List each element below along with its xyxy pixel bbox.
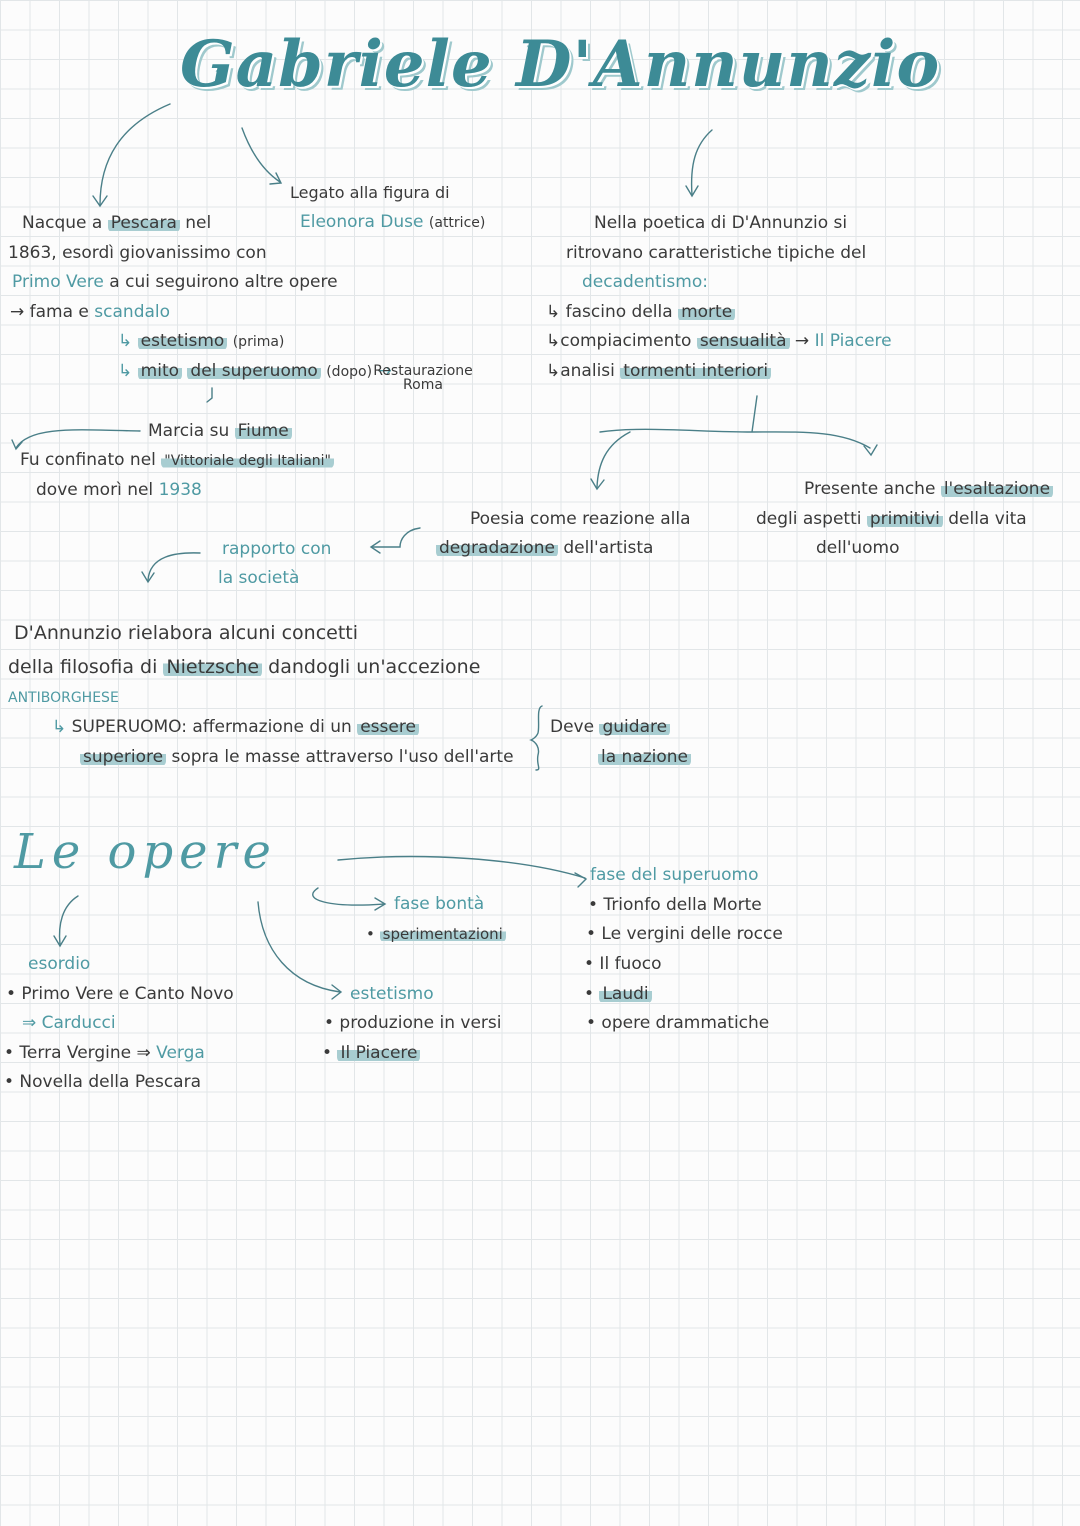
bonta-label: fase bontà [394, 894, 485, 914]
esordio-ref-carducci: ⇒ Carducci [22, 1013, 116, 1033]
esordio-item-3: • Novella della Pescara [4, 1072, 201, 1092]
arrow-works-to-bonta [312, 887, 385, 906]
superuomo-definition-1: ↳ SUPERUOMO: affermazione di un essere [52, 716, 419, 738]
nietzsche-line-1: D'Annunzio rielabora alcuni concetti [14, 622, 359, 644]
brace-guide [529, 705, 543, 771]
estetismo-item-1: • produzione in versi [324, 1013, 502, 1033]
arrow-works-to-estetismo [257, 901, 341, 993]
arrow-society-to-nietzsche [147, 552, 201, 581]
estetismo-item-2: • Il Piacere [322, 1042, 421, 1064]
estetismo-label: estetismo [350, 984, 434, 1004]
eleonora-duse: Eleonora Duse [300, 212, 424, 232]
arrow-to-reaction [596, 431, 631, 488]
superuomo-item-2: • Le vergini delle rocce [586, 924, 783, 944]
reaction-line-1: Poesia come reazione alla [470, 509, 691, 529]
fiume-march: Marcia su Fiume [148, 420, 292, 442]
nietzsche-line-2: della filosofia di Nietzsche dandogli un… [8, 656, 481, 678]
esordio-item-1: • Primo Vere e Canto Novo [6, 984, 234, 1004]
reaction-line-2: degradazione dell'artista [436, 537, 653, 559]
birthplace: Pescara [107, 213, 180, 233]
society-line-2: la società [218, 568, 300, 588]
poetics-item-morte: ↳ fascino della morte [546, 301, 736, 323]
superuomo-definition-2: superiore sopra le masse attraverso l'us… [80, 746, 514, 768]
first-work: Primo Vere [12, 272, 104, 292]
guide-line-1: Deve guidare [550, 716, 671, 738]
superuomo-myth-note: ↳ mito del superuomo (dopo) → [118, 361, 392, 381]
bio-line-1: Nacque a Pescara nel [22, 213, 212, 233]
esordio-item-2: • Terra Vergine ⇒ Verga [4, 1043, 205, 1063]
duse-line-2: Eleonora Duse (attrice) [300, 212, 486, 232]
poetics-line-2: ritrovano caratteristiche tipiche del [566, 243, 867, 263]
arrow-myth-to-fiume [206, 387, 213, 403]
bonta-item-1: • sperimentazioni [366, 923, 506, 945]
guide-line-2: la nazione [598, 746, 692, 768]
bracket-tormenti [599, 395, 871, 449]
superuomo-item-3: • Il fuoco [584, 954, 662, 974]
bio-line-2: 1863, esordì giovanissimo con [8, 243, 267, 263]
arrow-works-to-esordio [58, 895, 79, 945]
page-title: Gabriele D'Annunzio [180, 27, 941, 102]
bio-line-3: Primo Vere a cui seguirono altre opere [12, 272, 338, 292]
restaurazione-note: Restaurazione Roma [373, 363, 473, 393]
poetics-item-tormenti: ↳analisi tormenti interiori [546, 360, 772, 382]
primitive-line-1: Presente anche l'esaltazione [804, 478, 1054, 500]
poetics-decadentismo: decadentismo: [582, 272, 708, 292]
superuomo-item-4: • Laudi [584, 983, 652, 1005]
primitive-line-3: dell'uomo [816, 538, 900, 558]
arrow-title-to-duse [241, 127, 281, 183]
works-heading: Le opere [14, 824, 277, 880]
superuomo-item-1: • Trionfo della Morte [588, 895, 762, 915]
superuomo-label: fase del superuomo [590, 865, 759, 885]
primitive-line-2: degli aspetti primitivi della vita [756, 509, 1027, 529]
arrow-title-to-poetics [690, 129, 713, 196]
arrow-works-to-superuomo [337, 855, 586, 879]
fiume-line-2: Fu confinato nel "Vittoriale degli Itali… [20, 449, 334, 471]
esordio-label: esordio [28, 954, 91, 974]
fiume-line-3: dove morì nel 1938 [36, 480, 202, 500]
death-year: 1938 [158, 480, 202, 500]
society-line-1: rapporto con [222, 539, 332, 559]
arrow-title-to-bio [99, 103, 171, 206]
arrow-fiume-to-vittoriale [15, 429, 141, 449]
arrow-reaction-to-society [371, 527, 421, 548]
poetics-line-1: Nella poetica di D'Annunzio si [594, 213, 848, 233]
duse-line-1: Legato alla figura di [290, 183, 450, 202]
bio-line-4: → fama e scandalo [10, 302, 171, 322]
estetismo-note: ↳ estetismo (prima) [118, 331, 285, 351]
superuomo-item-5: • opere drammatiche [586, 1013, 770, 1033]
poetics-item-sensualita: ↳compiacimento sensualità → Il Piacere [546, 331, 892, 351]
nietzsche-antiborghese: ANTIBORGHESE [8, 690, 119, 706]
